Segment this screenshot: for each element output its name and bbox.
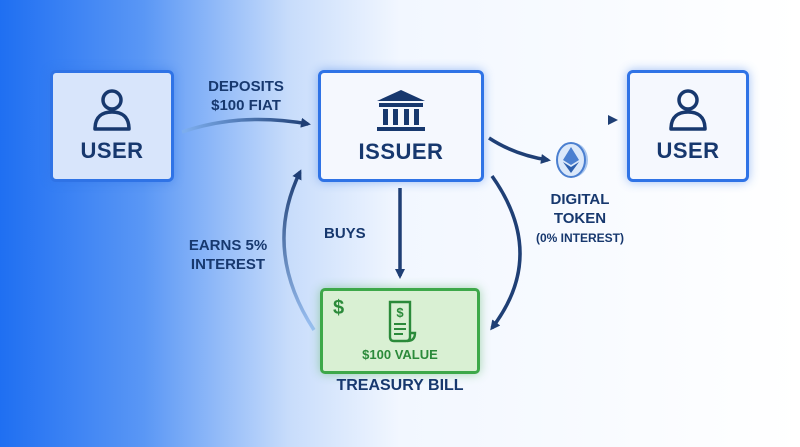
digital-token-caption: DIGITAL TOKEN <box>550 191 610 227</box>
user-right-node: USER <box>627 70 749 182</box>
treasury-bill-caption: TREASURY BILL <box>336 377 464 394</box>
person-icon <box>93 89 131 131</box>
receipt-dollar-icon: $ <box>388 300 417 343</box>
deposit-arrow <box>181 117 311 134</box>
svg-text:$: $ <box>396 305 404 320</box>
bank-building-icon <box>377 90 425 131</box>
treasury-bill-node: $ $ $100 VALUE <box>320 288 480 374</box>
bill-value-label: $100 VALUE <box>362 347 438 362</box>
deposit-caption: DEPOSITS $100 FIAT <box>208 78 284 114</box>
person-icon <box>669 89 707 131</box>
token-interest-caption: (0% INTEREST) <box>535 231 624 245</box>
issuer-node: ISSUER <box>318 70 484 182</box>
issuer-label: ISSUER <box>358 139 444 164</box>
earns-interest-caption: EARNS 5% INTEREST <box>188 237 268 273</box>
dollar-sign: $ <box>333 297 345 319</box>
ethereum-coin-icon <box>556 142 588 178</box>
interest-arrow <box>282 169 316 331</box>
user-left-node: USER <box>50 70 174 182</box>
user-left-label: USER <box>80 138 144 163</box>
token-to-bill-arrow <box>490 174 522 331</box>
buys-caption: BUYS <box>324 225 366 242</box>
user-right-label: USER <box>656 138 720 163</box>
token-arrow <box>488 136 551 164</box>
